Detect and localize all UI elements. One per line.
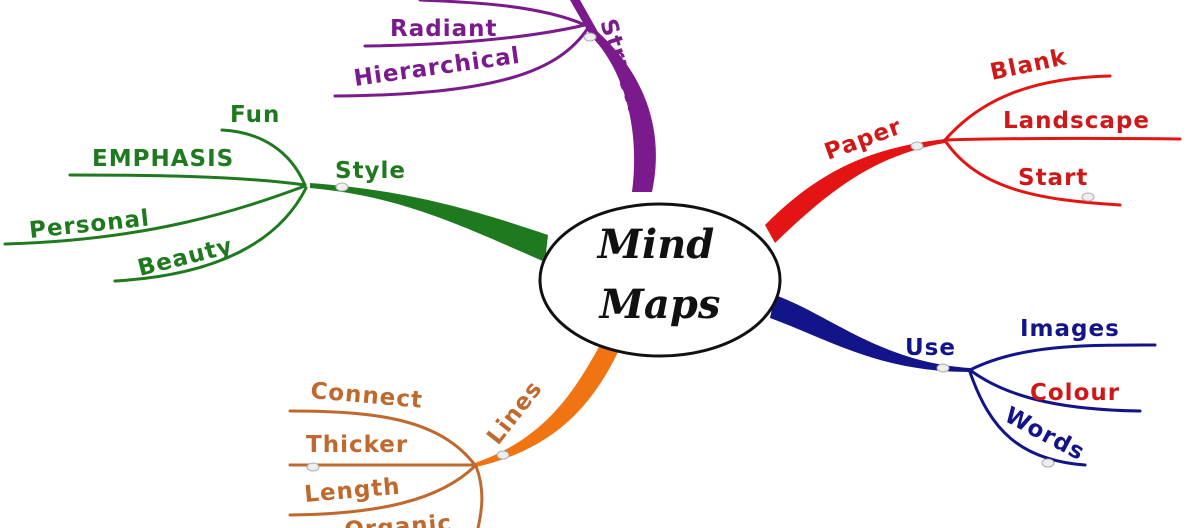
- beauty-label: Beauty: [135, 233, 235, 282]
- use-line-words: [968, 370, 1087, 467]
- branch-use: Use Images Colour Words: [770, 295, 1157, 468]
- structure-main-line: [570, 0, 656, 192]
- style-node: [335, 182, 349, 192]
- landscape-label: Landscape: [1003, 108, 1150, 134]
- start-label: Start: [1018, 165, 1088, 191]
- use-line-images: [968, 343, 1157, 372]
- paper-line-landscape: [943, 136, 1182, 142]
- use-main-line: [770, 295, 970, 372]
- lines-line-connect: [288, 409, 477, 467]
- center-title-line1: Mind: [596, 221, 715, 268]
- style-label: Style: [335, 158, 406, 184]
- branch-lines: Lines Connect Thicker Length Organic: [288, 345, 618, 528]
- use-line-colour: [968, 368, 1142, 413]
- lines-main-line: [475, 345, 618, 467]
- colour-label: Colour: [1030, 380, 1120, 406]
- paper-node: [910, 141, 924, 151]
- thicker-label: Thicker: [306, 432, 408, 458]
- paper-line-start: [944, 140, 1122, 207]
- thicker-node: [306, 462, 320, 472]
- structure-line-hierarchical: [333, 26, 590, 98]
- paper-main-line: [765, 139, 945, 243]
- style-line-emphasis: [68, 173, 307, 187]
- emphasis-label: EMPHASIS: [92, 146, 234, 172]
- lines-line-length: [288, 464, 477, 517]
- use-node: [936, 363, 950, 373]
- style-main-line: [310, 183, 548, 262]
- style-line-fun: [220, 128, 307, 187]
- structure-label: Structure: [594, 16, 660, 150]
- center-node: Mind Maps: [538, 202, 782, 358]
- style-line-beauty: [113, 186, 308, 283]
- start-node: [1081, 192, 1095, 202]
- connect-label: Connect: [309, 378, 423, 414]
- branch-style: Style Fun EMPHASIS Personal Beauty: [3, 102, 548, 283]
- images-label: Images: [1020, 316, 1120, 342]
- style-line-personal: [3, 184, 307, 246]
- lines-line-organic: [474, 464, 484, 528]
- branch-paper: Paper Blank Landscape Start: [765, 44, 1182, 243]
- fun-label: Fun: [230, 102, 280, 128]
- hierarchical-label: Hierarchical: [352, 43, 522, 92]
- organic-label: Organic: [344, 511, 453, 528]
- lines-node: [496, 450, 510, 460]
- radiant-label: Radiant: [390, 16, 497, 42]
- center-title-line2: Maps: [598, 281, 721, 328]
- use-label: Use: [905, 335, 956, 361]
- center-ellipse: [538, 202, 782, 358]
- structure-line-radiant: [363, 23, 587, 48]
- paper-label: Paper: [821, 114, 905, 166]
- paper-line-blank: [943, 74, 1112, 142]
- structure-line-top: [418, 0, 587, 27]
- length-label: Length: [303, 474, 401, 508]
- words-node: [1041, 458, 1055, 468]
- structure-node: [583, 32, 597, 42]
